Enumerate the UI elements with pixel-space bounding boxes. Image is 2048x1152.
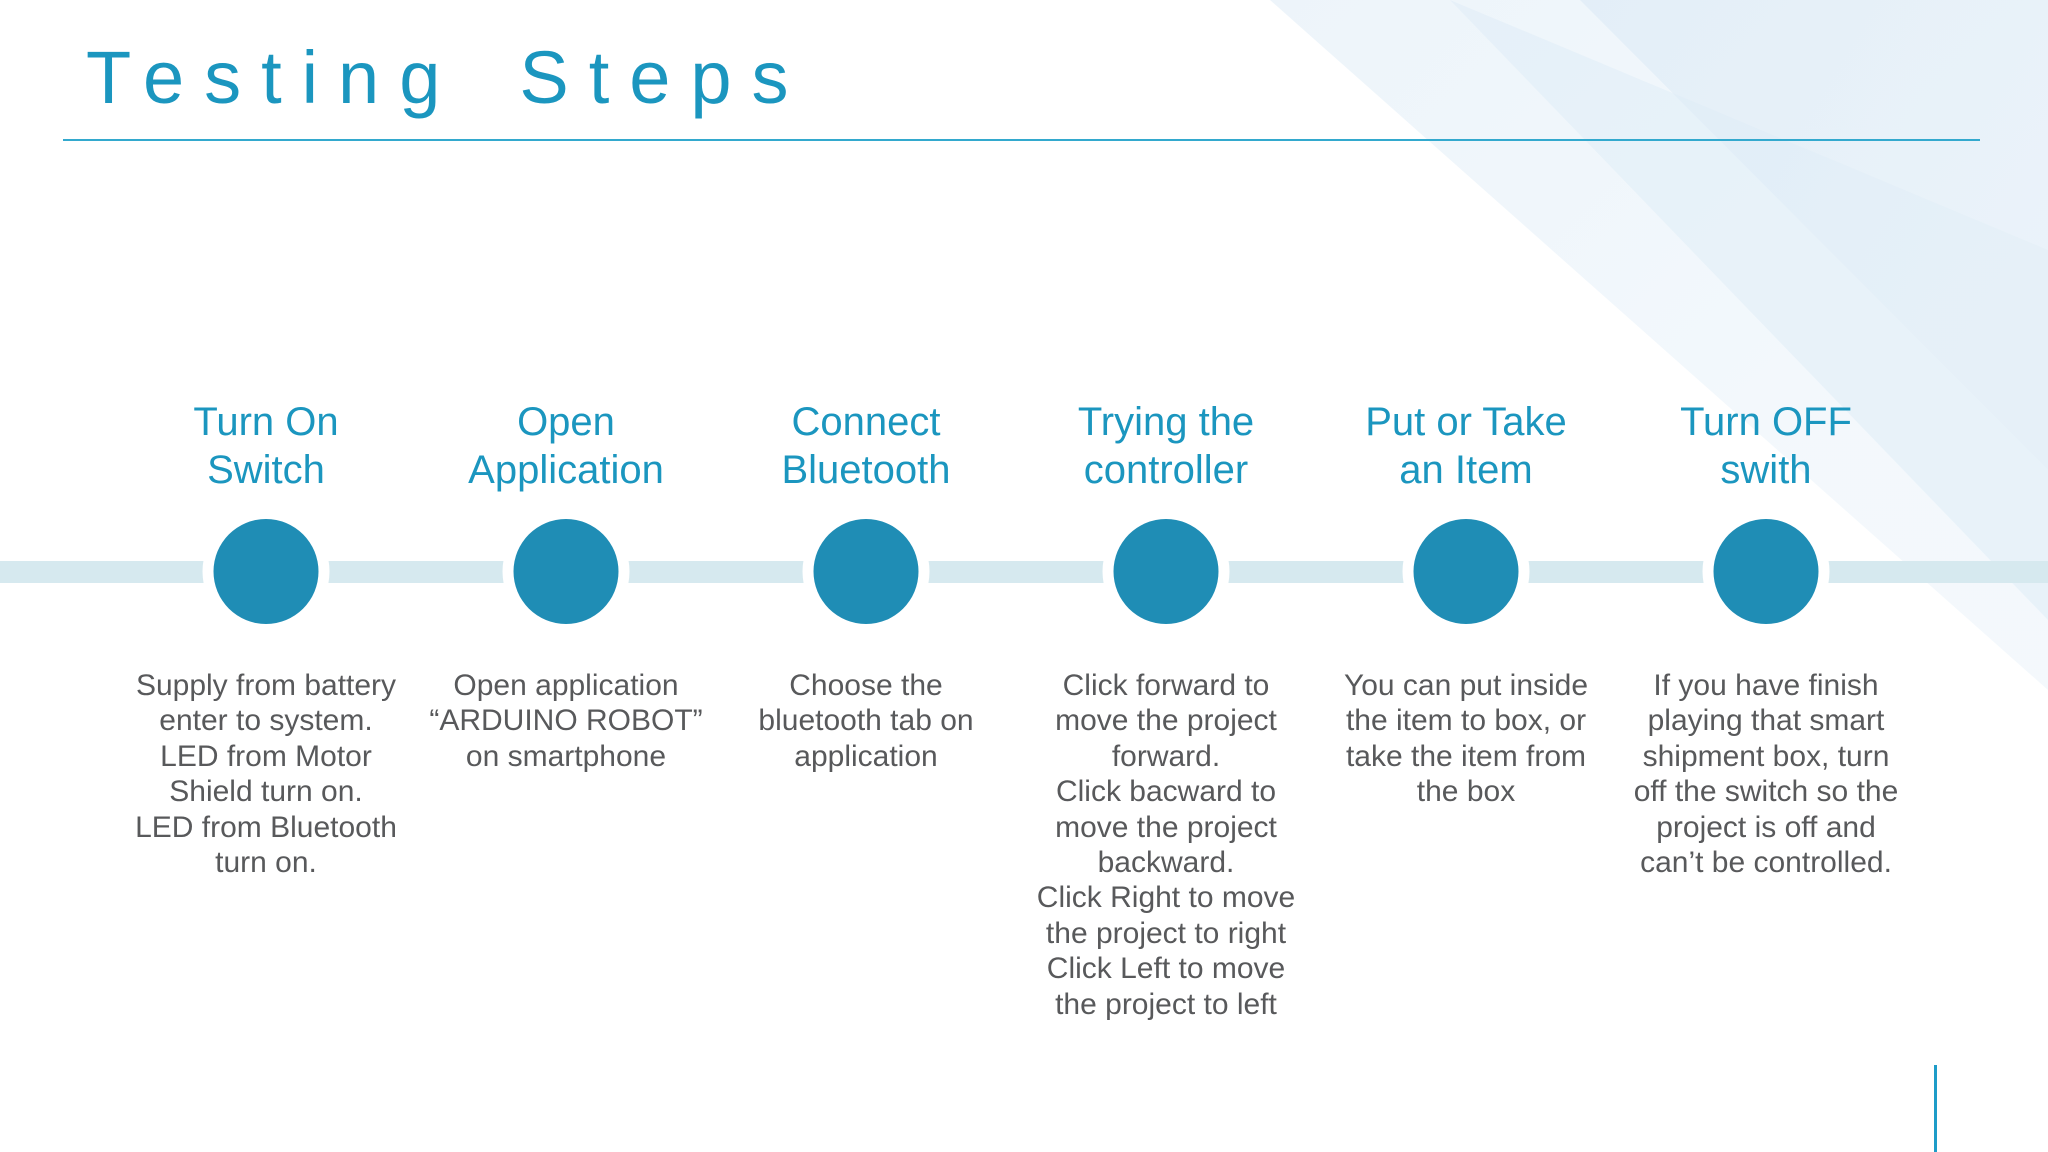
bottom-accent-line	[1934, 1065, 1937, 1152]
step-label: Put or Take an Item	[1365, 400, 1567, 492]
step-circle-fill	[1413, 519, 1519, 624]
step-column-3: Connect Bluetooth Choose the bluetooth t…	[716, 0, 1016, 1152]
step-label: Turn OFF swith	[1680, 400, 1852, 492]
step-circle-fill	[1713, 519, 1819, 624]
step-description: Supply from battery enter to system. LED…	[135, 669, 397, 879]
step-label: Trying the controller	[1077, 400, 1255, 492]
step-column-1: Turn On Switch Supply from battery enter…	[116, 0, 416, 1152]
step-label: Open Application	[468, 400, 664, 492]
step-circle	[802, 508, 930, 635]
title-divider	[63, 139, 1980, 141]
step-label: Turn On Switch	[193, 400, 339, 492]
step-column-4: Trying the controller Click forward to m…	[1016, 0, 1316, 1152]
step-circle-fill	[213, 519, 319, 624]
step-description: Click forward to move the project forwar…	[1036, 669, 1296, 1021]
step-label: Connect Bluetooth	[781, 400, 951, 492]
step-description: You can put inside the item to box, or t…	[1343, 669, 1589, 809]
step-description: Open application “ARDUINO ROBOT” on smar…	[429, 669, 703, 773]
step-description: Choose the bluetooth tab on application	[758, 669, 974, 773]
step-circle	[1402, 508, 1530, 635]
step-circle	[202, 508, 330, 635]
step-circle	[1702, 508, 1830, 635]
step-column-6: Turn OFF swith If you have finish playin…	[1616, 0, 1916, 1152]
step-circle	[1102, 508, 1230, 635]
step-description: If you have finish playing that smart sh…	[1633, 669, 1899, 879]
step-circle-fill	[513, 519, 619, 624]
page-title: Testing Steps	[86, 36, 809, 119]
step-column-5: Put or Take an Item You can put inside t…	[1316, 0, 1616, 1152]
step-circle-fill	[813, 519, 919, 624]
step-circle-fill	[1113, 519, 1219, 624]
step-circle	[502, 508, 630, 635]
step-column-2: Open Application Open application “ARDUI…	[416, 0, 716, 1152]
